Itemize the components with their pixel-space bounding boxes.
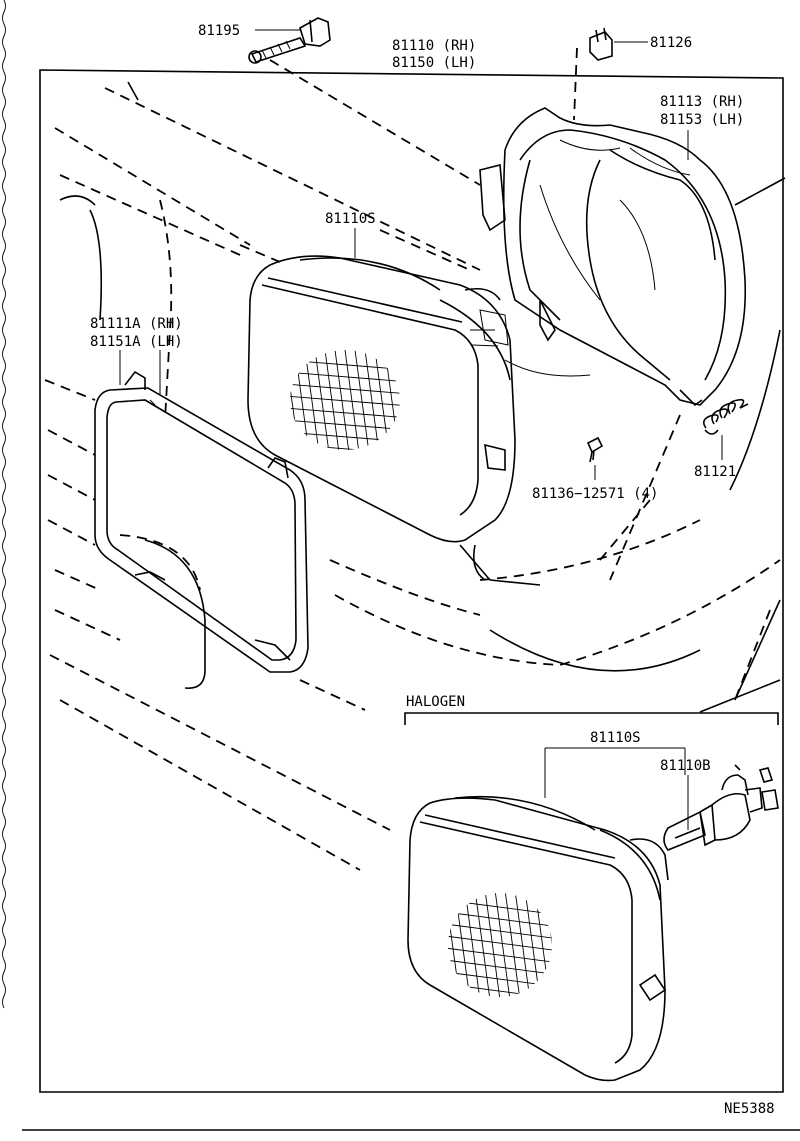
left-edge-border — [2, 0, 6, 1009]
label-halogen: HALOGEN — [406, 694, 465, 710]
headlamp-housing — [479, 107, 747, 407]
label-retaining-ring-rh: 81111A (RH) — [90, 316, 183, 332]
screw-leader — [269, 59, 481, 186]
label-adjust-screw: 81195 — [198, 23, 240, 39]
body-panel-lines — [44, 81, 786, 871]
label-halogen-sealed-beam: 81110S — [590, 730, 641, 746]
halogen-bracket — [404, 712, 779, 725]
clip-part — [589, 27, 613, 61]
halogen-bulb-part — [663, 764, 779, 851]
diagram-code: NE5388 — [724, 1101, 775, 1117]
label-screw: 81136−12571 (4) — [532, 486, 658, 502]
spring-part — [702, 398, 749, 435]
lens-grid-halogen — [448, 893, 552, 997]
lens-grid-upper — [290, 350, 400, 450]
label-clip: 81126 — [650, 35, 692, 51]
sealed-beam-halogen — [407, 795, 669, 1082]
label-housing-lh: 81153 (LH) — [660, 112, 744, 128]
label-housing-rh: 81113 (RH) — [660, 94, 744, 110]
label-sealed-beam: 81110S — [325, 211, 376, 227]
label-spring: 81121 — [694, 464, 736, 480]
label-retaining-ring-lh: 81151A (LH) — [90, 334, 183, 350]
clip-leader — [573, 47, 578, 121]
diagram-frame — [39, 69, 784, 1093]
sealed-beam-upper — [247, 255, 591, 543]
retaining-ring — [94, 370, 309, 673]
label-headlamp-lh: 81150 (LH) — [392, 55, 476, 71]
label-leaders — [119, 29, 723, 830]
adjust-screw-part — [248, 17, 331, 64]
label-halogen-bulb: 81110B — [660, 758, 711, 774]
small-screw-part — [586, 436, 604, 463]
label-headlamp-rh: 81110 (RH) — [392, 38, 476, 54]
